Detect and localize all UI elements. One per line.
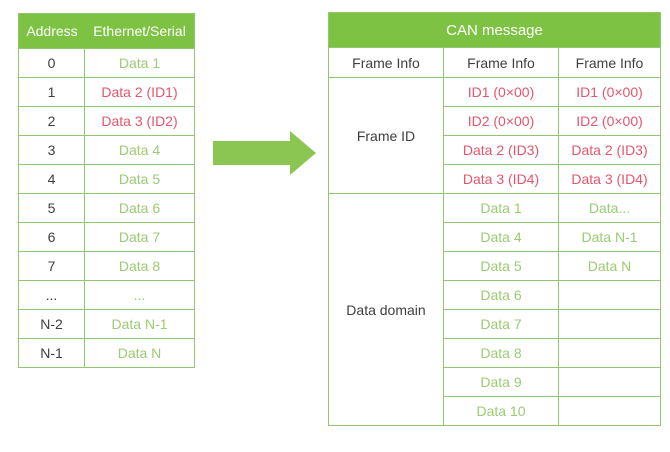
table-header-row: Address Ethernet/Serial bbox=[17, 13, 196, 49]
data-cell: Data 8 bbox=[83, 251, 196, 281]
table-row: 1 Data 2 (ID1) bbox=[18, 77, 196, 107]
data-domain-cell: Data 9 bbox=[443, 367, 559, 397]
address-cell: 4 bbox=[18, 164, 85, 194]
table-row: N-2 Data N-1 bbox=[18, 309, 196, 339]
table-row: ... ... bbox=[18, 280, 196, 310]
table-row: 0 Data 1 bbox=[18, 48, 196, 78]
table-row: 4 Data 5 bbox=[18, 164, 196, 194]
table-row: 5 Data 6 bbox=[18, 193, 196, 223]
data-domain-cell: Data N-1 bbox=[557, 222, 662, 252]
address-column-header: Address bbox=[26, 23, 78, 39]
data-domain-row: Data 7 bbox=[329, 309, 662, 339]
address-cell: 3 bbox=[18, 135, 85, 165]
frame-id-cell: Data 3 (ID4) bbox=[557, 164, 662, 194]
data-domain-cell: Data 8 bbox=[443, 338, 559, 368]
frame-id-row: Data 3 (ID4) Data 3 (ID4) bbox=[329, 164, 662, 194]
data-domain-cell bbox=[557, 396, 662, 426]
frame-id-row: Data 2 (ID3) Data 2 (ID3) bbox=[329, 135, 662, 165]
address-cell: 7 bbox=[18, 251, 85, 281]
can-message-table: CAN message Frame Info Frame Info Frame … bbox=[327, 12, 662, 426]
right-arrow-icon bbox=[213, 131, 316, 175]
data-cell: Data 3 (ID2) bbox=[83, 106, 196, 136]
address-cell: 5 bbox=[18, 193, 85, 223]
data-cell: Data 2 (ID1) bbox=[83, 77, 196, 107]
address-cell: N-2 bbox=[18, 309, 85, 339]
frame-id-cell: Data 2 (ID3) bbox=[443, 135, 559, 165]
address-cell: 2 bbox=[18, 106, 85, 136]
data-cell: Data 7 bbox=[83, 222, 196, 252]
frame-id-cell: ID1 (0×00) bbox=[443, 77, 559, 107]
data-domain-row: Data 6 bbox=[329, 280, 662, 310]
can-message-header: CAN message bbox=[327, 12, 662, 48]
frame-id-cell: Data 2 (ID3) bbox=[557, 135, 662, 165]
data-cell: Data N bbox=[83, 338, 196, 368]
address-cell: 0 bbox=[18, 48, 85, 78]
frame-id-cell: Data 3 (ID4) bbox=[443, 164, 559, 194]
data-cell: Data 6 bbox=[83, 193, 196, 223]
data-domain-cell: Data 5 bbox=[443, 251, 559, 281]
ethernet-serial-column-header: Ethernet/Serial bbox=[93, 23, 186, 39]
data-domain-row: Data domain Data 1 Data... bbox=[328, 193, 662, 426]
ethernet-serial-table: Address Ethernet/Serial 0 Data 1 1 Data … bbox=[17, 13, 196, 368]
data-domain-cell: Data 1 bbox=[443, 193, 559, 223]
data-domain-cell: Data 4 bbox=[443, 222, 559, 252]
address-cell: 6 bbox=[18, 222, 85, 252]
data-domain-row: Data 4 Data N-1 bbox=[329, 222, 662, 252]
frame-info-row: Frame Info Frame Info Frame Info bbox=[328, 47, 662, 78]
data-domain-cell bbox=[557, 280, 662, 310]
data-cell: Data N-1 bbox=[83, 309, 196, 339]
address-cell: N-1 bbox=[18, 338, 85, 368]
ethernet-serial-header: Address Ethernet/Serial bbox=[17, 13, 196, 49]
data-domain-cell bbox=[557, 338, 662, 368]
data-domain-cell: Data 6 bbox=[443, 280, 559, 310]
table-row: 6 Data 7 bbox=[18, 222, 196, 252]
table-header-row: CAN message bbox=[327, 12, 662, 48]
table-row: N-1 Data N bbox=[18, 338, 196, 368]
table-row: 7 Data 8 bbox=[18, 251, 196, 281]
frame-id-label: Frame ID bbox=[328, 77, 444, 194]
frame-info-cell: Frame Info bbox=[443, 47, 559, 78]
data-cell: Data 4 bbox=[83, 135, 196, 165]
frame-id-cell: ID2 (0×00) bbox=[557, 106, 662, 136]
data-domain-cell bbox=[557, 309, 662, 339]
data-domain-label: Data domain bbox=[328, 193, 444, 426]
frame-id-row: ID2 (0×00) ID2 (0×00) bbox=[329, 106, 662, 136]
data-domain-row: Data 10 bbox=[329, 396, 662, 426]
data-domain-row: Data 5 Data N bbox=[329, 251, 662, 281]
data-domain-cell: Data N bbox=[557, 251, 662, 281]
frame-info-cell: Frame Info bbox=[328, 47, 444, 78]
data-domain-cell bbox=[557, 367, 662, 397]
address-cell: ... bbox=[18, 280, 85, 310]
data-domain-cell: Data 10 bbox=[443, 396, 559, 426]
table-row: 3 Data 4 bbox=[18, 135, 196, 165]
data-cell: Data 5 bbox=[83, 164, 196, 194]
frame-id-row: Frame ID ID1 (0×00) ID1 (0×00) bbox=[328, 77, 662, 194]
table-row: 2 Data 3 (ID2) bbox=[18, 106, 196, 136]
frame-id-cell: ID1 (0×00) bbox=[557, 77, 662, 107]
frame-info-cell: Frame Info bbox=[557, 47, 662, 78]
frame-id-cell: ID2 (0×00) bbox=[443, 106, 559, 136]
data-domain-cell: Data... bbox=[557, 193, 662, 223]
data-cell: ... bbox=[83, 280, 196, 310]
data-domain-cell: Data 7 bbox=[443, 309, 559, 339]
address-cell: 1 bbox=[18, 77, 85, 107]
data-cell: Data 1 bbox=[83, 48, 196, 78]
